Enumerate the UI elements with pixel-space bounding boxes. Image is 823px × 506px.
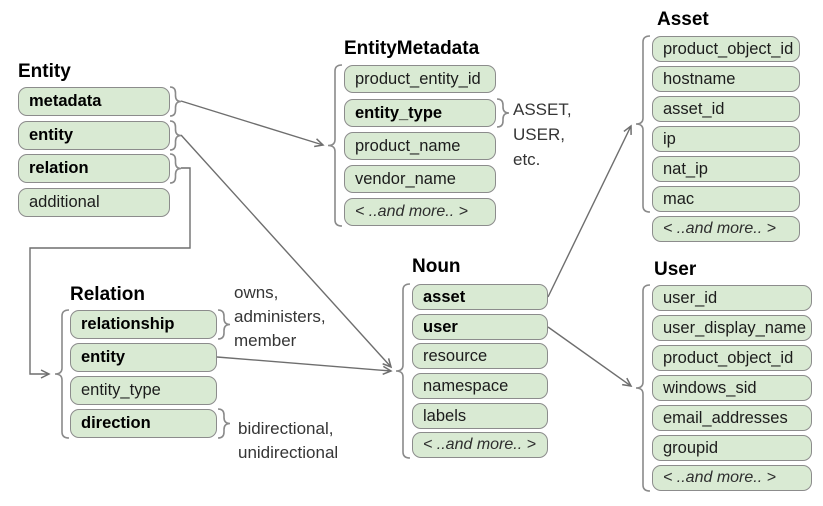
field-row-asset: asset	[412, 284, 548, 310]
field-row-email-addresses: email_addresses	[652, 405, 812, 431]
field-row-vendor-name: vendor_name	[344, 165, 496, 193]
connector-relation-entity-to-noun	[216, 356, 393, 376]
brace	[395, 283, 411, 459]
connector-metadata-to-entitymetadata	[180, 100, 325, 148]
connector-entity-relation-to-relation	[29, 167, 191, 379]
field-row-and-more: < ..and more.. >	[652, 216, 800, 242]
brace	[217, 408, 231, 439]
field-row-product-entity-id: product_entity_id	[344, 65, 496, 93]
field-row-user-id: user_id	[652, 285, 812, 311]
field-row-labels: labels	[412, 403, 548, 429]
field-row-mac: mac	[652, 186, 800, 212]
field-row-entity-type: entity_type	[70, 376, 217, 405]
brace	[635, 284, 651, 492]
note-line: administers,	[234, 307, 326, 326]
brace	[169, 86, 182, 117]
brace	[635, 35, 651, 213]
direction-values-note: bidirectional, unidirectional	[238, 417, 338, 465]
field-row-entity: entity	[18, 121, 170, 150]
user-table-title: User	[654, 259, 697, 280]
note-line: etc.	[513, 150, 541, 169]
field-row-ip: ip	[652, 126, 800, 152]
brace	[496, 98, 510, 128]
field-row-entity: entity	[70, 343, 217, 372]
noun-table-title: Noun	[412, 256, 461, 277]
braces-layer	[54, 35, 651, 492]
connector-noun-asset-to-asset	[547, 124, 632, 298]
entity-table-title: Entity	[18, 61, 71, 82]
brace	[169, 153, 182, 184]
field-row-additional: additional	[18, 188, 170, 217]
note-line: owns,	[234, 283, 279, 302]
field-row-hostname: hostname	[652, 66, 800, 92]
brace	[217, 309, 231, 340]
brace	[54, 309, 70, 439]
note-line: unidirectional	[238, 443, 339, 462]
note-line: bidirectional,	[238, 419, 334, 438]
field-row-namespace: namespace	[412, 373, 548, 399]
entity-type-values-note: ASSET, USER, etc.	[513, 97, 572, 172]
brace	[169, 120, 182, 151]
field-row-and-more: < ..and more.. >	[344, 198, 496, 226]
field-row-groupid: groupid	[652, 435, 812, 461]
field-row-and-more: < ..and more.. >	[652, 465, 812, 491]
field-row-and-more: < ..and more.. >	[412, 432, 548, 458]
note-line: USER,	[513, 125, 565, 144]
connector-noun-user-to-user	[547, 326, 633, 387]
field-row-nat-ip: nat_ip	[652, 156, 800, 182]
field-row-metadata: metadata	[18, 87, 170, 116]
field-row-user: user	[412, 314, 548, 340]
relation-table-title: Relation	[70, 284, 145, 305]
entitymetadata-table-title: EntityMetadata	[344, 38, 480, 59]
field-row-product-object-id: product_object_id	[652, 36, 800, 62]
field-row-windows-sid: windows_sid	[652, 375, 812, 401]
relationship-values-note: owns, administers, member	[234, 281, 326, 353]
asset-table-title: Asset	[657, 9, 709, 30]
connector-entity-to-noun	[180, 134, 393, 369]
field-row-product-object-id: product_object_id	[652, 345, 812, 371]
note-line: ASSET,	[513, 100, 572, 119]
field-row-resource: resource	[412, 343, 548, 369]
brace	[327, 64, 343, 227]
field-row-asset-id: asset_id	[652, 96, 800, 122]
field-row-direction: direction	[70, 409, 217, 438]
note-line: member	[234, 331, 297, 350]
field-row-product-name: product_name	[344, 132, 496, 160]
field-row-relationship: relationship	[70, 310, 217, 339]
field-row-entity-type: entity_type	[344, 99, 496, 127]
field-row-relation: relation	[18, 154, 170, 183]
field-row-user-display-name: user_display_name	[652, 315, 812, 341]
